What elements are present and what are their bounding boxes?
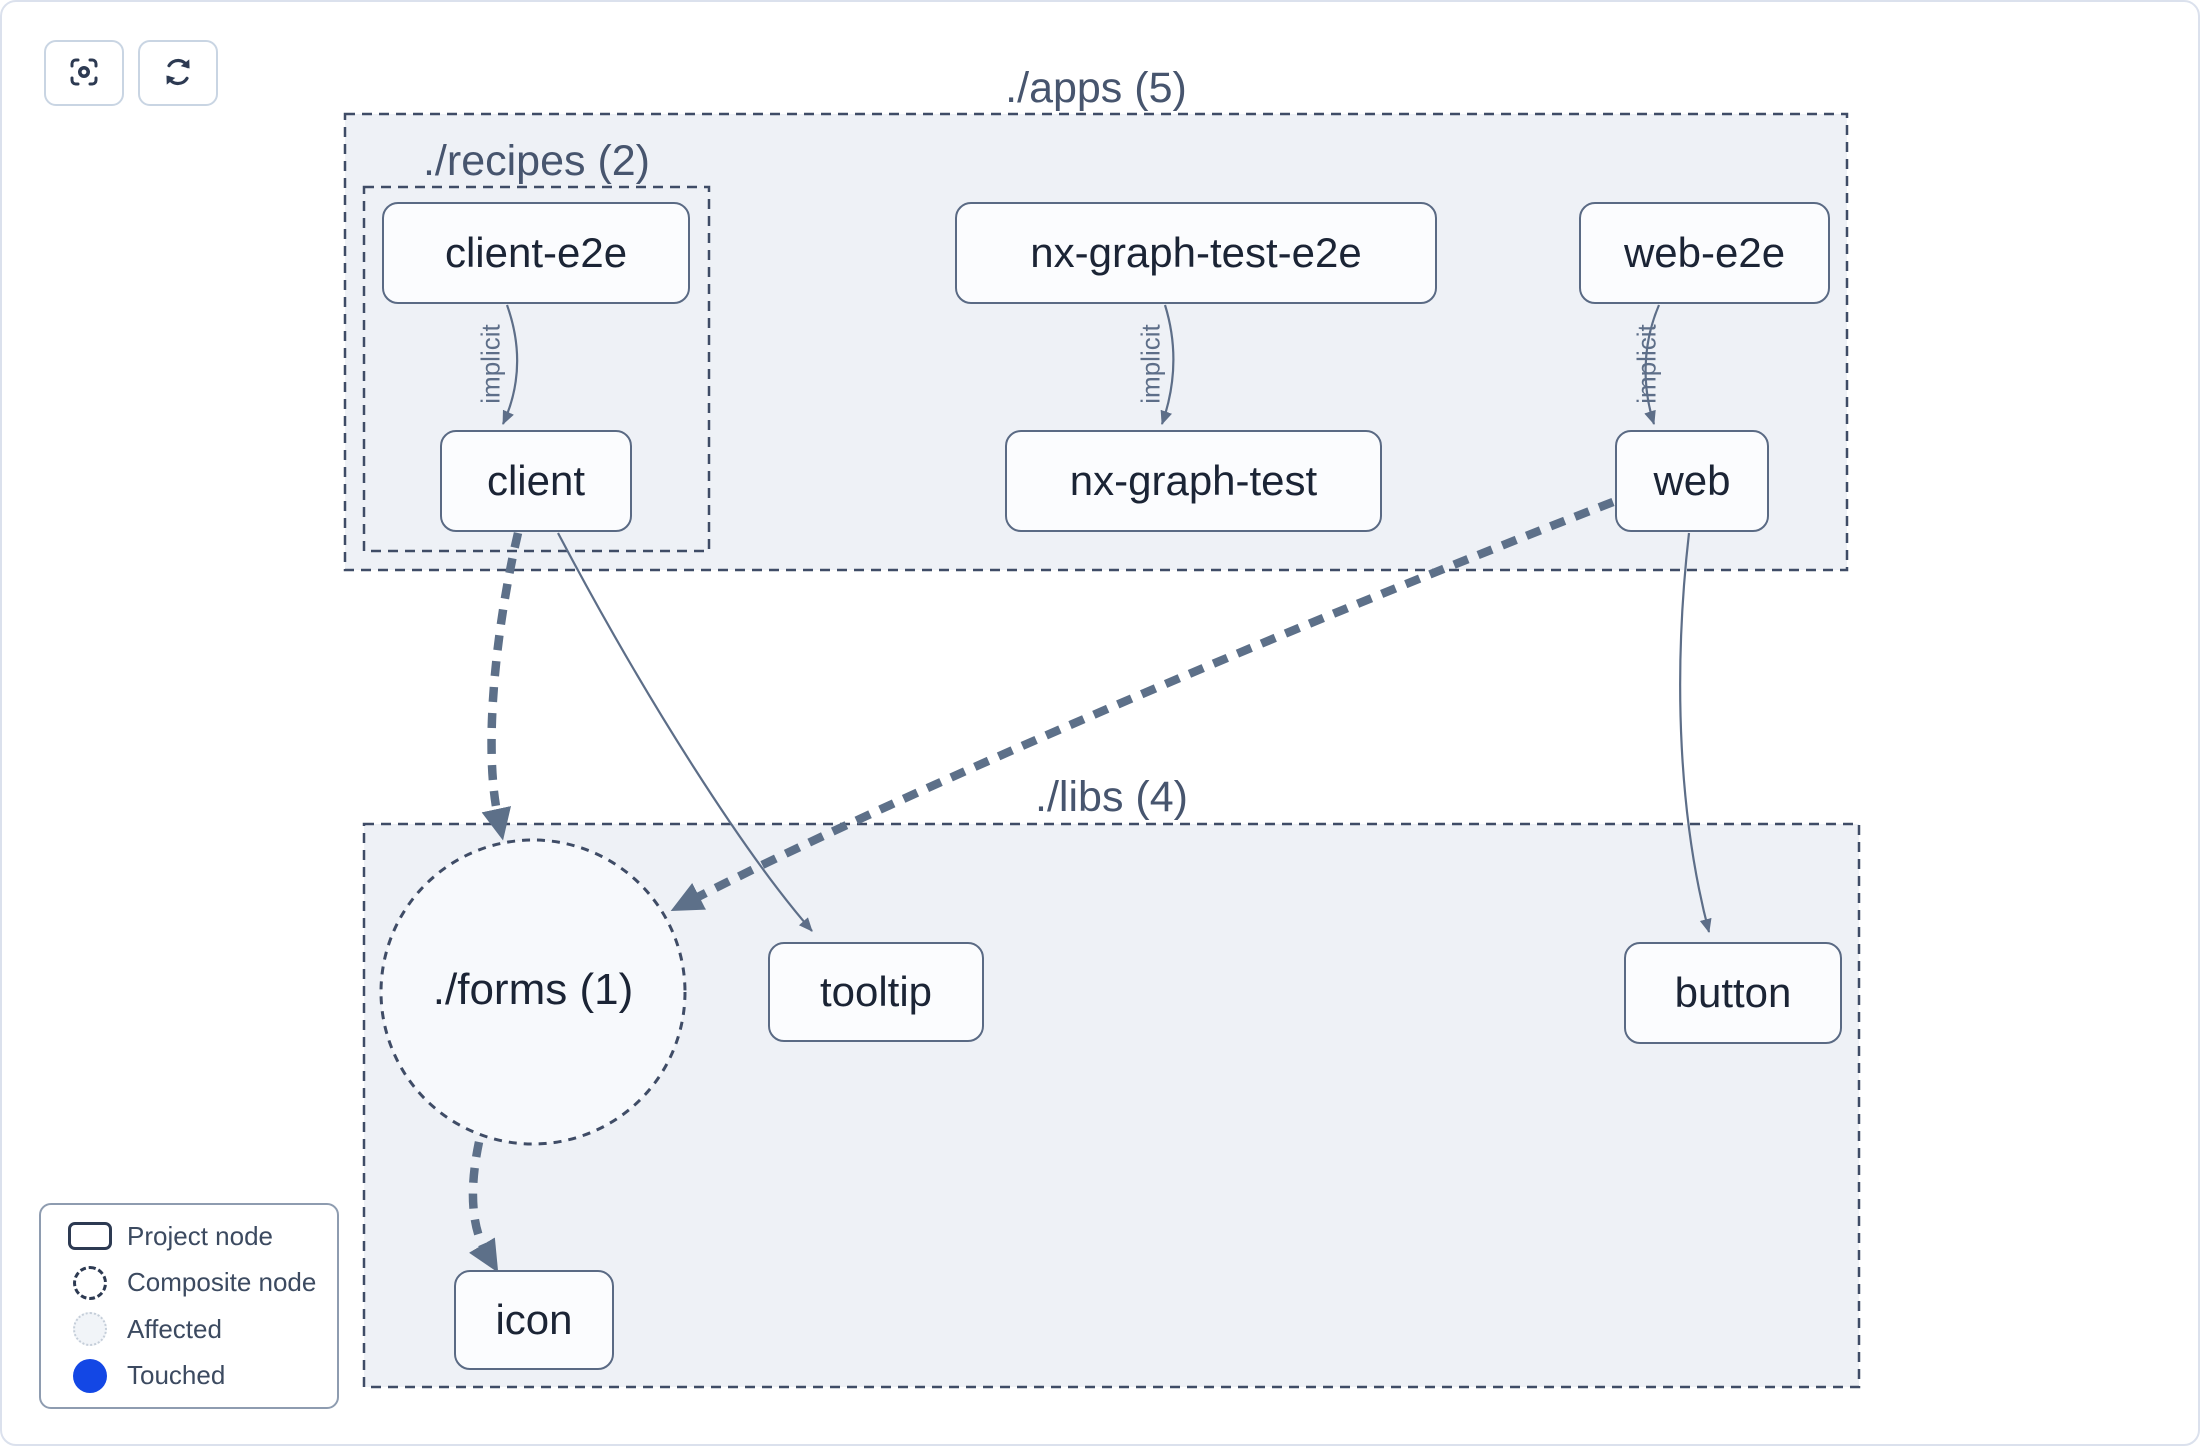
edge-web-to-forms	[670, 498, 1615, 911]
refresh-button[interactable]	[138, 40, 218, 106]
edge-forms-to-icon	[468, 1141, 499, 1273]
legend-label: Affected	[127, 1313, 222, 1344]
legend: Project node Composite node Affected Tou…	[39, 1203, 339, 1409]
edge-label-implicit-client: implicit	[475, 324, 506, 404]
edge-web-to-button	[1679, 532, 1712, 933]
node-web-e2e-label: web-e2e	[1623, 229, 1786, 276]
node-client-e2e[interactable]: client-e2e	[382, 202, 690, 304]
node-nx-graph-test-e2e-label: nx-graph-test-e2e	[1030, 229, 1362, 276]
edge-web-e2e-to-web	[1644, 304, 1661, 425]
node-icon-label: icon	[495, 1296, 573, 1343]
edge-client-to-tooltip	[557, 532, 813, 932]
edge-label-implicit-web: implicit	[1631, 324, 1662, 404]
legend-item-affected: Affected	[59, 1306, 319, 1353]
legend-label: Project node	[127, 1220, 273, 1251]
affected-swatch-icon	[73, 1312, 107, 1347]
composite-node-swatch-icon	[73, 1265, 107, 1300]
legend-item-composite-node: Composite node	[59, 1260, 319, 1307]
group-recipes[interactable]	[362, 185, 711, 553]
focus-button[interactable]	[44, 40, 124, 106]
node-web-e2e[interactable]: web-e2e	[1579, 202, 1830, 304]
node-web-label: web	[1653, 457, 1731, 504]
project-node-swatch-icon	[68, 1222, 112, 1251]
node-button[interactable]: button	[1624, 942, 1842, 1044]
edge-label-implicit-nx-graph-test: implicit	[1135, 324, 1166, 404]
legend-item-touched: Touched	[59, 1353, 319, 1400]
edge-client-to-forms	[481, 532, 523, 841]
node-tooltip-label: tooltip	[819, 968, 933, 1015]
touched-swatch-icon	[73, 1358, 107, 1393]
node-nx-graph-test-label: nx-graph-test	[1069, 457, 1318, 504]
node-tooltip[interactable]: tooltip	[768, 942, 984, 1042]
legend-item-project-node: Project node	[59, 1213, 319, 1260]
edge-client-e2e-to-client	[502, 304, 519, 425]
legend-label: Touched	[127, 1360, 226, 1391]
node-button-label: button	[1674, 969, 1792, 1016]
edge-nx-graph-test-e2e-to-nx-graph-test	[1160, 304, 1175, 425]
node-nx-graph-test[interactable]: nx-graph-test	[1005, 430, 1382, 532]
legend-label: Composite node	[127, 1267, 317, 1298]
node-client-label: client	[486, 457, 586, 504]
composite-node-forms[interactable]	[379, 838, 687, 1146]
node-web[interactable]: web	[1615, 430, 1769, 532]
focus-crosshair-icon	[66, 54, 102, 93]
node-icon[interactable]: icon	[454, 1270, 614, 1370]
node-client-e2e-label: client-e2e	[444, 229, 628, 276]
node-client[interactable]: client	[440, 430, 632, 532]
refresh-icon	[160, 54, 196, 93]
node-nx-graph-test-e2e[interactable]: nx-graph-test-e2e	[955, 202, 1437, 304]
